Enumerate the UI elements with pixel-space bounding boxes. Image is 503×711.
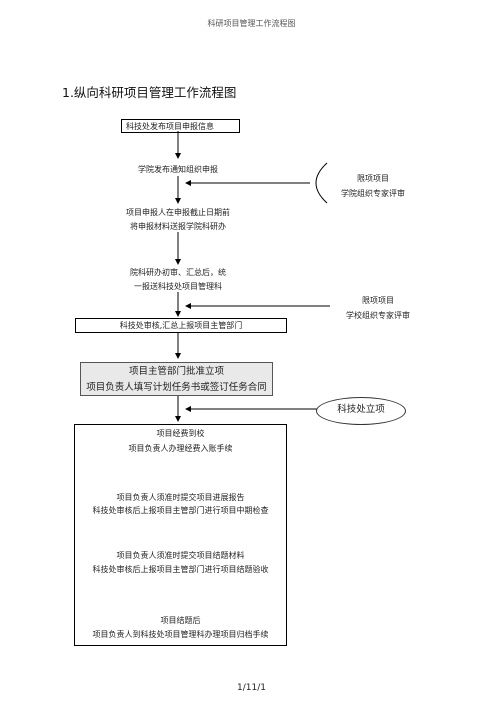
- side-note-2-line2: 学校组织专家评审: [346, 311, 410, 320]
- step-submit-box: 科技处审核,汇总上报项目主管部门: [75, 318, 287, 333]
- side-note-1-line1: 限项项目: [357, 174, 389, 183]
- page-header: 科研项目管理工作流程图: [207, 19, 296, 28]
- exec-line-5: 项目负责人须准时提交项目结题材料: [116, 551, 245, 560]
- exec-line-3: 项目负责人须准时提交项目进展报告: [116, 493, 245, 502]
- side-note-1-line2: 学院组织专家评审: [341, 189, 405, 198]
- exec-line-8: 项目负责人到科技处项目管理科办理项目归档手续: [92, 630, 269, 639]
- exec-line-1: 项目经费到校: [156, 429, 205, 438]
- approval-line1: 项目主管部门批准立项: [128, 366, 224, 377]
- approval-line2: 项目负责人填写计划任务书或签订任务合同: [86, 382, 267, 393]
- step-college-notice: 学院发布通知组织申报: [138, 165, 218, 174]
- page-number: 1/11/1: [237, 683, 266, 693]
- project-setup-oval: 科技处立项: [316, 397, 406, 425]
- page-title: 1.纵向科研项目管理工作流程图: [62, 85, 237, 100]
- step-review-line1: 院科研办初审、汇总后，统: [130, 268, 226, 277]
- execution-box: 项目经费到校 项目负责人办理经费入账手续 项目负责人须准时提交项目进展报告 科技…: [74, 424, 287, 646]
- side-arrow-1: [315, 162, 328, 204]
- exec-line-2: 项目负责人办理经费入账手续: [128, 444, 233, 453]
- step-review-line2: 一报送科技处项目管理科: [134, 282, 222, 291]
- exec-line-6: 科技处审核后上报项目主管部门进行项目结题验收: [92, 565, 269, 574]
- exec-line-4: 科技处审核后上报项目主管部门进行项目中期检查: [92, 506, 269, 515]
- step-publish-box: 科技处发布项目申报信息: [121, 119, 240, 133]
- approval-box: 项目主管部门批准立项 项目负责人填写计划任务书或签订任务合同: [80, 362, 273, 396]
- exec-line-7: 项目结题后: [160, 616, 201, 625]
- step-applicant-line2: 将申报材料送报学院科研办: [130, 222, 226, 231]
- side-note-2-line1: 限项项目: [362, 296, 394, 305]
- step-applicant-line1: 项目申报人在申报截止日期前: [126, 208, 230, 217]
